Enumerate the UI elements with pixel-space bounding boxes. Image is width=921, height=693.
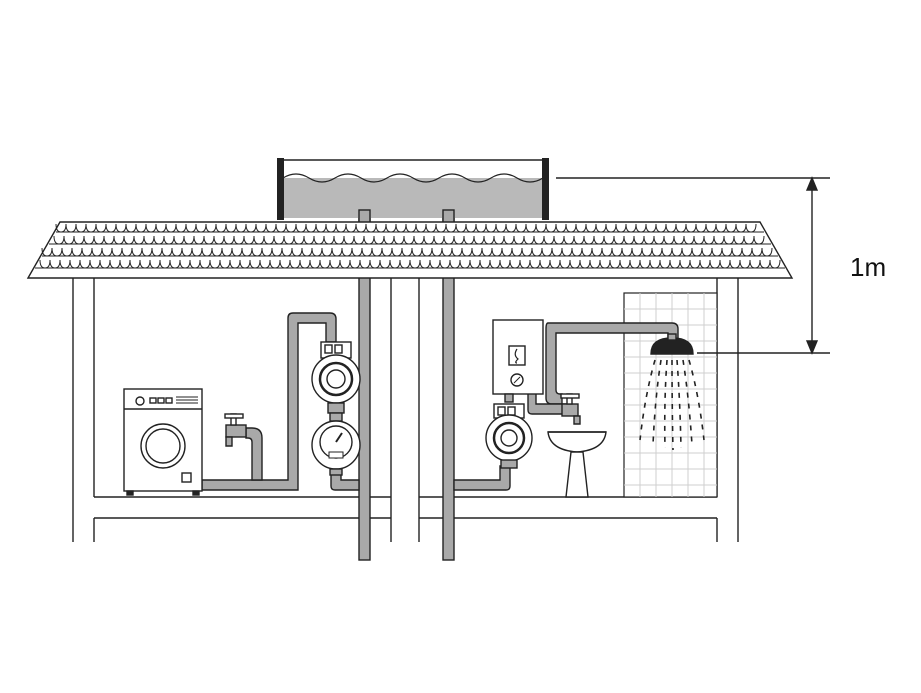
wall-tap-right <box>560 393 581 425</box>
shower-head <box>650 333 694 355</box>
booster-pump-left <box>311 341 361 414</box>
wall-tap-left <box>224 413 247 447</box>
shower-spray <box>639 359 705 451</box>
right-room-pipework <box>453 322 679 491</box>
rooftop-water-tank <box>277 158 549 231</box>
booster-pump-right <box>485 403 533 469</box>
height-label: 1m <box>850 252 886 282</box>
pressure-gauge <box>311 412 361 476</box>
water-heater <box>492 319 544 403</box>
washing-machine <box>123 388 203 496</box>
washbasin <box>547 431 607 498</box>
tiled-roof <box>26 221 794 279</box>
height-dimension-line <box>556 176 830 355</box>
